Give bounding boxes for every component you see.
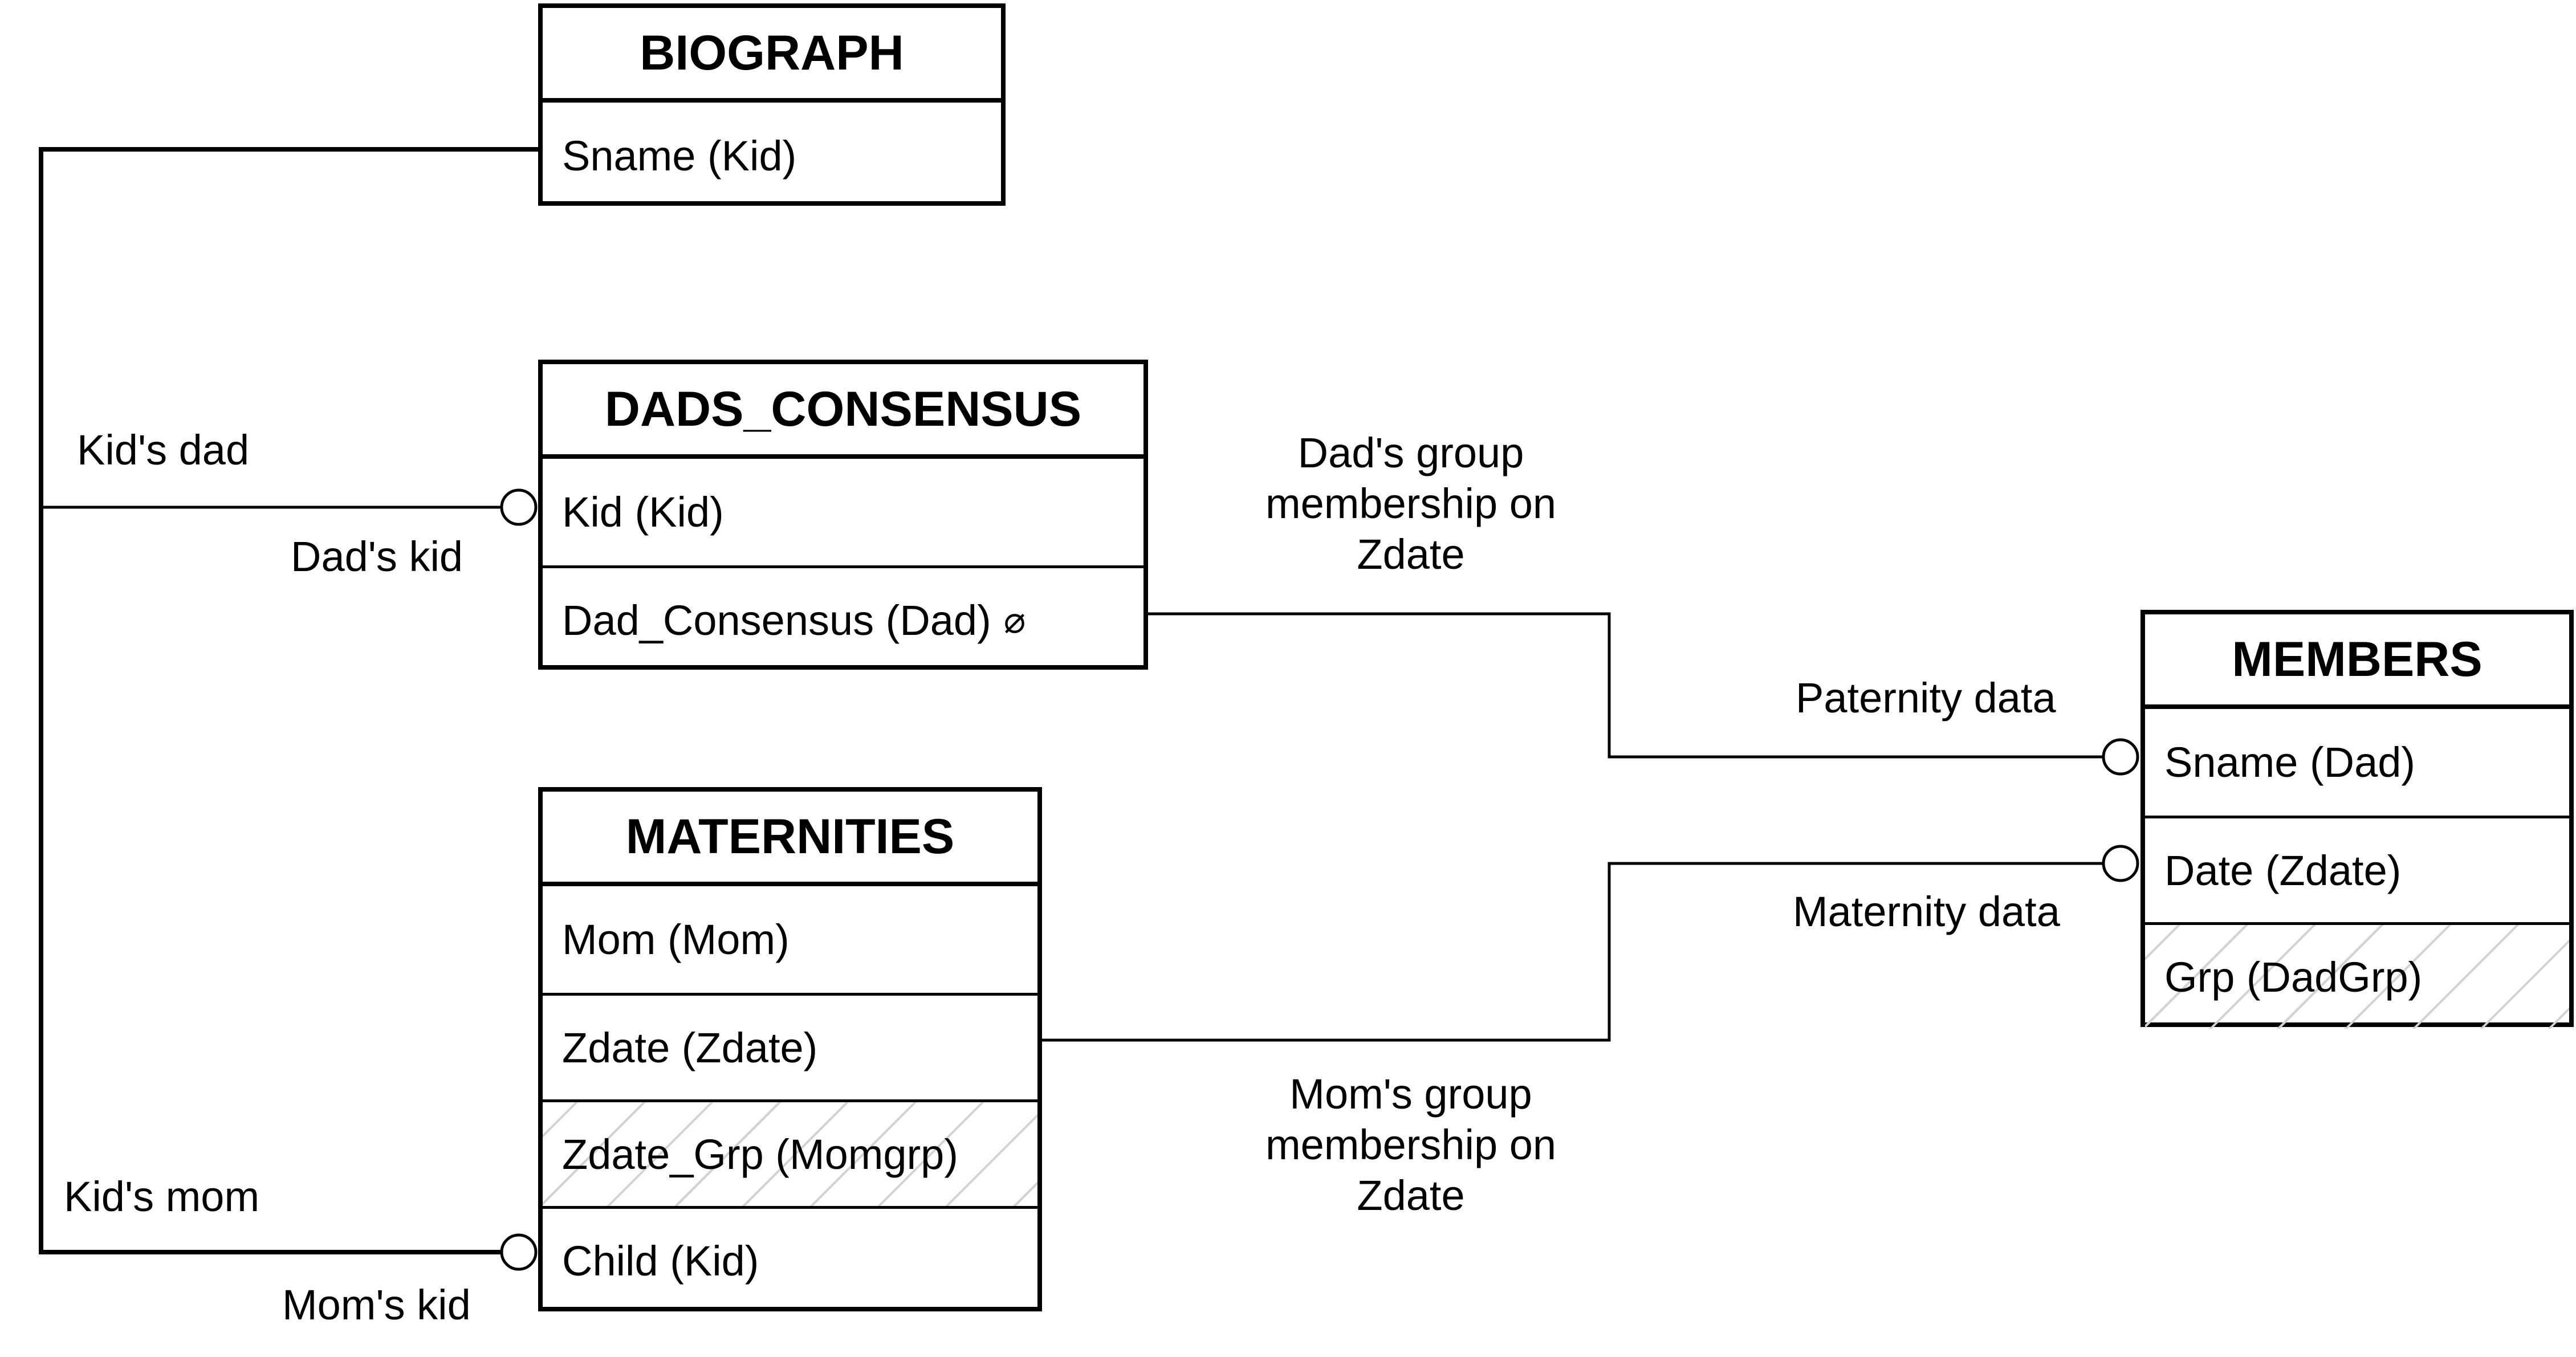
entity-biograph: BIOGRAPH Sname (Kid) (538, 3, 1006, 206)
attribute-grp: Grp (DadGrp) (2145, 922, 2569, 1029)
attribute-mom: Mom (Mom) (562, 916, 790, 963)
entity-title: MEMBERS (2145, 614, 2569, 709)
attribute-dad-consensus: Dad_Consensus (Dad) ⌀ (543, 565, 1143, 672)
attribute-label: Dad_Consensus (Dad) (562, 596, 991, 644)
attribute-date: Date (Zdate) (2145, 816, 2569, 922)
label-moms-group-membership: Mom's group membership on Zdate (1265, 1070, 1556, 1219)
label-dads-group-membership: Dad's group membership on Zdate (1265, 429, 1556, 578)
paternity-optional-marker (2102, 738, 2139, 776)
paternity-link (1146, 612, 2103, 759)
attribute-sname-kid: Sname (Kid) (562, 132, 797, 180)
entity-members: MEMBERS Sname (Dad) Date (Zdate) Grp (Da… (2140, 610, 2574, 1029)
attribute-sname-dad: Sname (Dad) (2164, 739, 2416, 786)
entity-title: MATERNITIES (543, 792, 1037, 886)
maternity-optional-marker (2102, 845, 2139, 882)
dads-kid-optional-marker (500, 488, 538, 526)
biograph-kid-link (39, 147, 540, 1254)
label-moms-kid: Mom's kid (282, 1281, 471, 1329)
label-paternity-data: Paternity data (1796, 674, 2056, 722)
attribute-child: Child (Kid) (543, 1206, 1037, 1313)
entity-title: DADS_CONSENSUS (543, 364, 1143, 459)
label-dads-kid: Dad's kid (291, 533, 463, 580)
label-maternity-data: Maternity data (1793, 888, 2060, 935)
label-kids-dad: Kid's dad (77, 426, 250, 474)
attribute-kid: Kid (Kid) (562, 488, 724, 536)
label-kids-mom: Kid's mom (64, 1173, 260, 1220)
entity-maternities: MATERNITIES Mom (Mom) Zdate (Zdate) Zdat… (538, 787, 1042, 1311)
entity-title: BIOGRAPH (543, 8, 1001, 103)
maternity-link (1040, 862, 2103, 1042)
attribute-zdate: Zdate (Zdate) (543, 993, 1037, 1099)
attribute-zdate-grp: Zdate_Grp (Momgrp) (543, 1099, 1037, 1206)
entity-dads-consensus: DADS_CONSENSUS Kid (Kid) Dad_Consensus (… (538, 360, 1148, 670)
moms-kid-optional-marker (500, 1233, 538, 1271)
nullable-icon: ⌀ (1003, 599, 1026, 641)
